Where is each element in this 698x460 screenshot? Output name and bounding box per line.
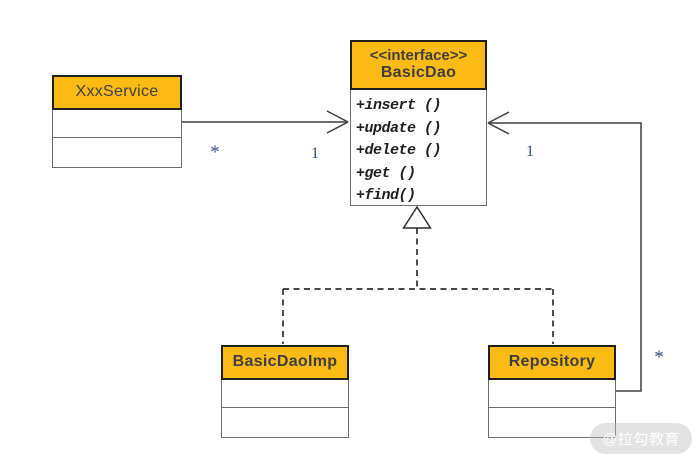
operations-compartment: [222, 407, 348, 437]
class-box-basicdaoimp: BasicDaoImp: [221, 345, 349, 438]
multiplicity-service-many: *: [210, 142, 220, 163]
class-header-basicdaoimp: BasicDaoImp: [221, 345, 349, 380]
class-name-xxxservice: XxxService: [75, 83, 159, 101]
interface-header-basicdao: <<interface>> BasicDao: [350, 40, 487, 90]
method-delete: +delete (): [356, 142, 442, 160]
realization-dashed-lines: [282, 228, 554, 344]
attributes-compartment: [489, 380, 615, 407]
open-arrowhead-right-icon: [487, 111, 510, 135]
method-update: +update (): [356, 119, 442, 137]
class-header-repository: Repository: [488, 345, 616, 380]
interface-box-basicdao: <<interface>> BasicDao +insert () +updat…: [350, 40, 487, 206]
multiplicity-dao-one-left: 1: [311, 145, 319, 162]
realization-triangle-icon: [402, 205, 432, 229]
method-find: +find(): [356, 187, 416, 205]
attributes-compartment: [222, 380, 348, 407]
class-header-xxxservice: XxxService: [52, 75, 182, 110]
interface-stereotype: <<interface>>: [369, 47, 468, 65]
watermark-badge: @拉勾教育: [590, 423, 692, 454]
class-name-repository: Repository: [508, 353, 596, 371]
multiplicity-repository-many: *: [654, 347, 664, 368]
class-box-xxxservice: XxxService: [52, 75, 182, 168]
method-get: +get (): [356, 164, 416, 182]
class-name-basicdaoimp: BasicDaoImp: [232, 353, 338, 371]
interface-name-basicdao: BasicDao: [380, 64, 457, 82]
operations-compartment: [53, 137, 181, 167]
open-arrowhead-left-icon: [326, 110, 349, 134]
methods-compartment: +insert () +update () +delete () +get ()…: [351, 90, 486, 205]
multiplicity-dao-one-right: 1: [526, 143, 534, 160]
operations-compartment: [489, 407, 615, 437]
attributes-compartment: [53, 110, 181, 137]
method-insert: +insert (): [356, 97, 442, 114]
watermark-label: @拉勾教育: [602, 431, 680, 448]
class-box-repository: Repository: [488, 345, 616, 438]
